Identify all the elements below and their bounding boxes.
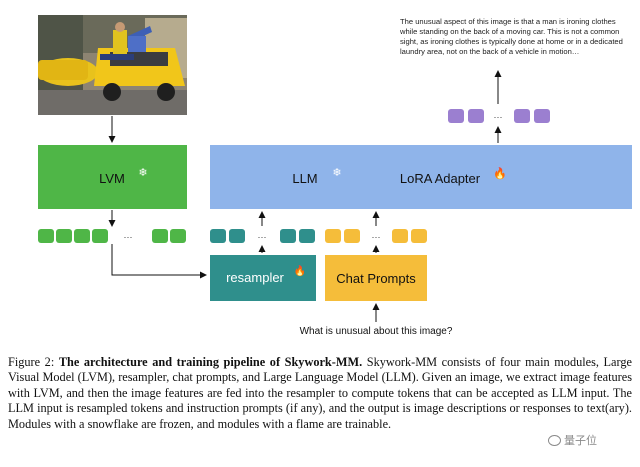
input-photo [38,15,187,115]
resampler-label: resampler [226,270,284,285]
output-tokens: ··· [448,109,550,123]
resampler-tokens: ··· [210,229,315,243]
lvm-token [74,229,90,243]
watermark: 量子位 [548,432,597,448]
output-token [514,109,530,123]
prompt-tokens: ··· [325,229,427,243]
architecture-diagram: LVM ❄ LLM ❄ LoRA Adapter 🔥 ··· ··· ··· [38,15,632,337]
prompt-token-ellipsis: ··· [372,232,381,242]
lvm-token [92,229,108,243]
lvm-block [38,145,187,209]
resampler-block [210,255,316,301]
watermark-text: 量子位 [564,434,597,447]
output-token [448,109,464,123]
llm-block [210,145,632,209]
resampler-token [280,229,296,243]
lora-adapter-label: LoRA Adapter [400,171,481,186]
lvm-token [152,229,168,243]
prompt-token [392,229,408,243]
llm-snowflake-icon: ❄ [332,167,341,179]
caption-label: Figure 2: [8,355,55,369]
lvm-output-tokens: ··· [38,229,186,243]
wechat-icon [548,434,561,446]
resampler-token [210,229,226,243]
resampler-token [299,229,315,243]
llm-label: LLM [292,171,317,186]
lvm-label: LVM [99,171,125,186]
output-ellipsis: ··· [494,112,503,122]
lvm-snowflake-icon: ❄ [138,167,147,179]
lvm-token [56,229,72,243]
resampler-token [229,229,245,243]
caption-body: Skywork-MM consists of four main modules… [8,355,632,431]
resampler-token-ellipsis: ··· [258,232,267,242]
lvm-token [38,229,54,243]
output-token [468,109,484,123]
prompt-token [411,229,427,243]
output-token [534,109,550,123]
lvm-token [170,229,186,243]
chat-prompts-block [325,255,427,301]
chat-prompts-label: Chat Prompts [336,271,416,286]
lora-flame-icon: 🔥 [493,167,507,180]
prompt-token [325,229,341,243]
lvm-token-ellipsis: ··· [124,232,133,242]
resampler-flame-icon: 🔥 [294,264,306,277]
caption-title: The architecture and training pipeline o… [58,355,363,369]
output-description: The unusual aspect of this image is that… [400,17,623,56]
prompt-token [344,229,360,243]
figure-caption: Figure 2: The architecture and training … [8,355,632,432]
question-text: What is unusual about this image? [300,326,453,337]
